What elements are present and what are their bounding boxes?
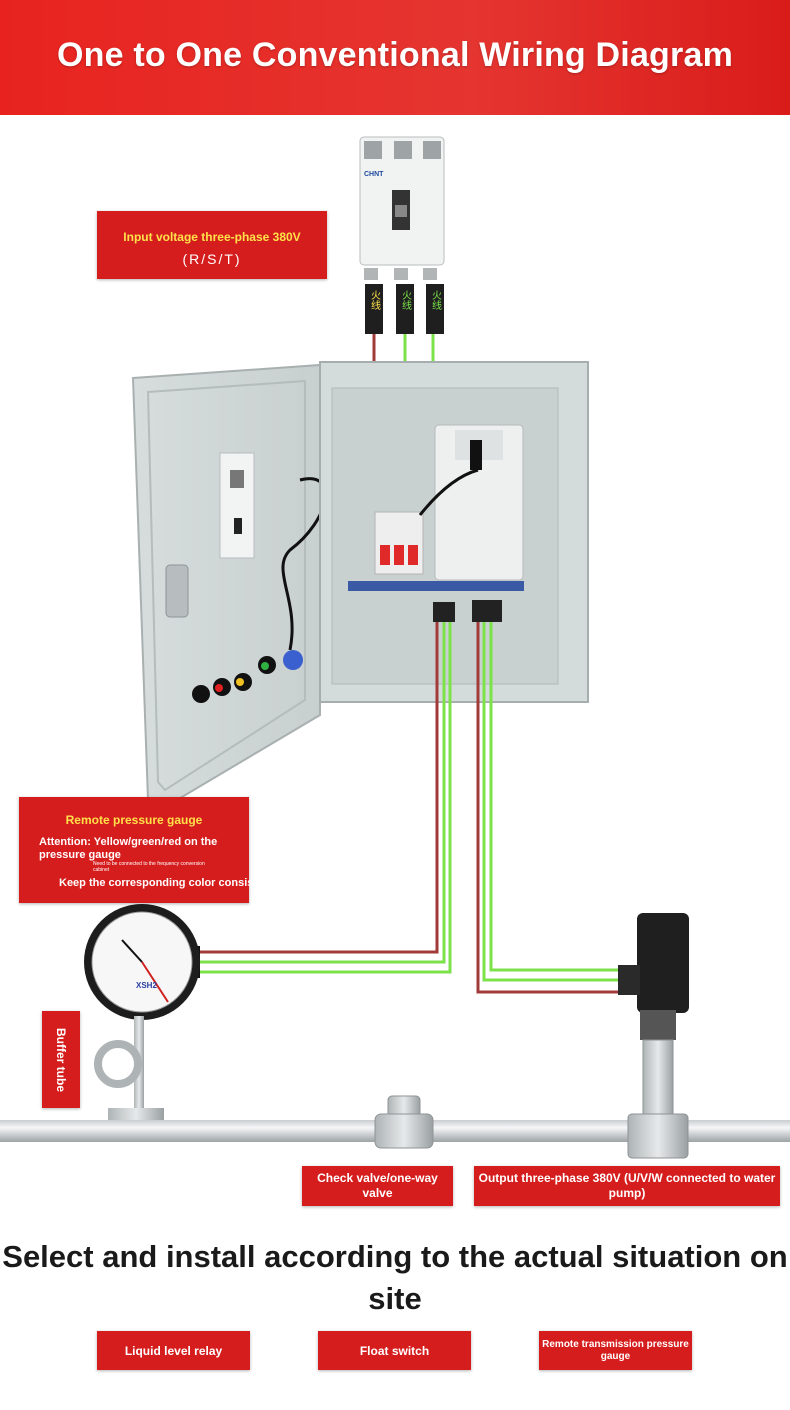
input-phases-text: (R/S/T): [182, 251, 242, 267]
remote-gauge-attention: Attention: Yellow/green/red on the press…: [39, 836, 218, 861]
phase-tag-1: 火线: [369, 290, 381, 310]
pressure-gauge: XSH2: [84, 904, 200, 1122]
option-float-switch: Float switch: [318, 1331, 471, 1370]
breaker-brand-text: CHNT: [364, 171, 384, 178]
check-valve-label: Check valve/one-way valve: [302, 1166, 453, 1206]
water-pump: [618, 913, 689, 1159]
option-1-text: Liquid level relay: [124, 1343, 223, 1358]
cabinet-body: [319, 361, 589, 703]
check-valve: [374, 1095, 434, 1149]
input-voltage-label: Input voltage three-phase 380V (R/S/T): [97, 211, 327, 279]
option-liquid-level-relay: Liquid level relay: [97, 1331, 250, 1370]
input-voltage-text: Input voltage three-phase 380V: [123, 230, 301, 244]
remote-gauge-small: Need to be connected to the frequency co…: [93, 861, 205, 873]
check-valve-text: Check valve/one-way valve: [317, 1171, 438, 1200]
header-banner: One to One Conventional Wiring Diagram: [0, 0, 790, 115]
gauge-brand-text: XSH2: [136, 981, 157, 990]
remote-gauge-keep: Keep the corresponding color consistent: [59, 877, 274, 889]
gauge-wires: [198, 622, 452, 974]
option-3-text: Remote transmission pressure gauge: [542, 1338, 689, 1362]
phase-tags: 火线 火线 火线: [365, 284, 444, 334]
footer-title: Select and install according to the actu…: [2, 1239, 788, 1316]
remote-gauge-title: Remote pressure gauge: [65, 813, 203, 827]
option-remote-transmission-gauge: Remote transmission pressure gauge: [539, 1331, 692, 1370]
page-title: One to One Conventional Wiring Diagram: [56, 36, 733, 74]
cabinet-door: [131, 363, 327, 812]
phase-tag-3: 火线: [430, 290, 442, 310]
output-text: Output three-phase 380V (U/V/W connected…: [478, 1171, 776, 1200]
circuit-breaker: CHNT: [359, 136, 445, 280]
buffer-tube-text: Buffer tube: [54, 1027, 68, 1092]
output-label: Output three-phase 380V (U/V/W connected…: [474, 1166, 780, 1206]
pump-wires: [476, 622, 625, 994]
option-2-text: Float switch: [359, 1343, 430, 1358]
phase-tag-2: 火线: [400, 290, 412, 310]
remote-gauge-label: Remote pressure gauge Attention: Yellow/…: [19, 797, 274, 903]
buffer-tube-label: Buffer tube: [42, 1011, 80, 1108]
